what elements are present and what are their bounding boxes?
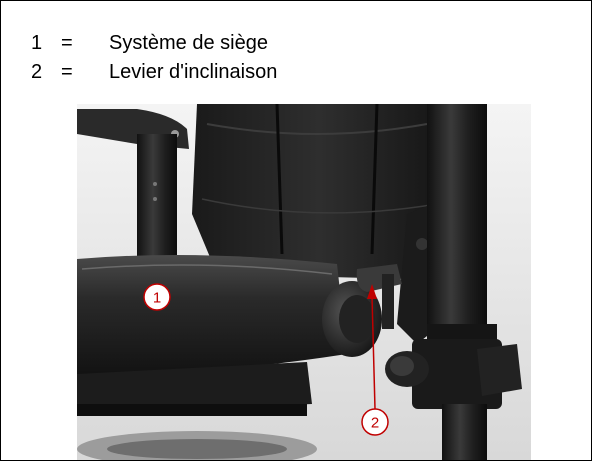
legend-separator: = [61,61,73,83]
callout-2-arrow [367,284,377,410]
legend: 1 = Système de siège 2 = Levier d'inclin… [31,29,277,87]
vertical-post [412,104,522,460]
seat-cushion [77,255,347,416]
seat-back [192,104,447,279]
callout-2: 2 [361,408,389,436]
seat-photo: 1 2 [77,104,531,460]
legend-label: Levier d'inclinaison [109,61,278,83]
legend-item-tilt-lever: 2 = Levier d'inclinaison [31,58,277,87]
legend-number: 2 [31,61,43,83]
legend-item-seat-system: 1 = Système de siège [31,29,277,58]
legend-separator: = [61,32,73,54]
callout-1-number: 1 [153,290,161,307]
callout-2-number: 2 [371,415,379,432]
legend-number: 1 [31,32,43,54]
seat-base [77,431,317,460]
armrest-bracket [77,109,189,274]
adjustment-knob [385,351,429,387]
legend-label: Système de siège [109,32,268,54]
tilt-lever [356,264,402,329]
callout-1: 1 [143,283,171,311]
